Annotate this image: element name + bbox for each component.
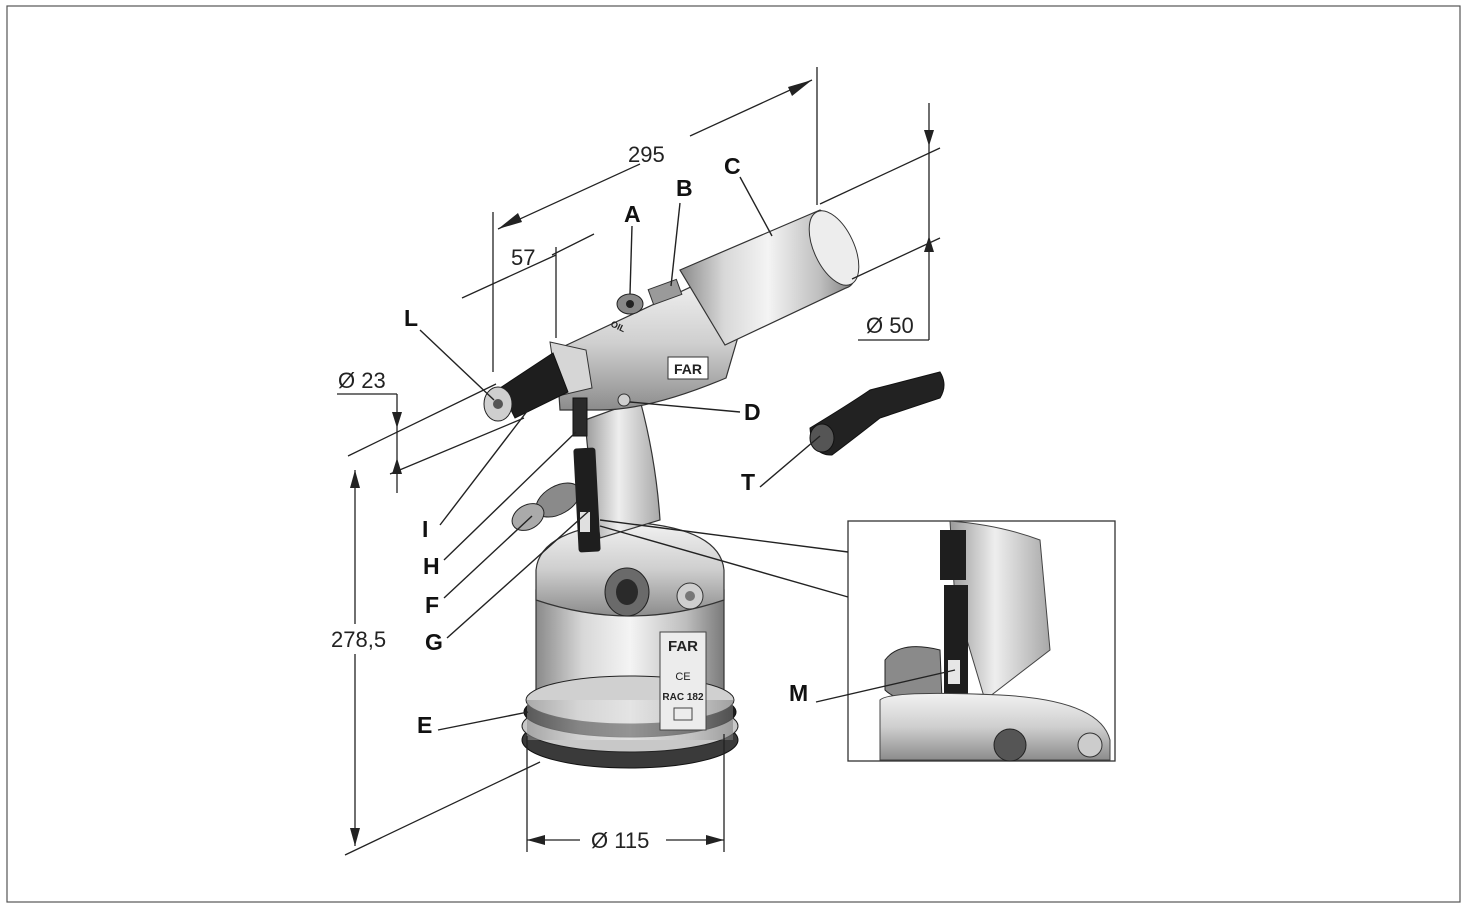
ce-mark: CE (675, 671, 690, 683)
air-inlet (511, 482, 581, 531)
model-number: RAC 182 (662, 692, 704, 703)
handle (573, 399, 661, 553)
dim-nose-diameter-value: Ø 23 (338, 368, 386, 393)
barrel-logo: FAR (674, 361, 702, 377)
dim-nose-length: 57 (461, 233, 595, 338)
callout-f: F (425, 592, 439, 618)
inset-leader-top (599, 519, 849, 553)
callout-i: I (422, 516, 428, 542)
callout-b: B (676, 175, 693, 201)
callout-c: C (724, 153, 741, 179)
callout-d: D (744, 399, 761, 425)
nameplate: FAR CE RAC 182 (659, 631, 707, 731)
inset-leader-bottom (599, 525, 849, 598)
body-dome (535, 521, 725, 617)
dim-base-diameter: Ø 115 (526, 734, 725, 853)
dim-height-value: 278,5 (331, 627, 386, 652)
callout-l: L (404, 305, 418, 331)
dim-overall-length-value: 295 (628, 142, 665, 167)
nameplate-logo: FAR (668, 638, 698, 655)
callout-g: G (425, 629, 443, 655)
trigger (572, 397, 588, 437)
callout-e: E (417, 712, 432, 738)
nose-assembly (483, 341, 593, 422)
spare-strap (809, 371, 945, 456)
dim-base-diameter-value: Ø 115 (591, 828, 649, 853)
callouts: A B C D E F G H I L M T (404, 153, 956, 738)
page-frame (6, 5, 1461, 903)
callout-m: M (789, 680, 808, 706)
detail-inset (847, 520, 1116, 762)
dim-height: 278,5 (330, 470, 541, 856)
callout-t: T (741, 469, 755, 495)
tool-illustration: FAR CE RAC 182 FAR OIL (483, 209, 945, 769)
main-barrel: FAR OIL (555, 209, 860, 411)
dim-nose-length-value: 57 (511, 245, 535, 270)
callout-h: H (423, 553, 440, 579)
dim-overall-length: 295 (492, 67, 818, 372)
callout-a: A (624, 201, 641, 227)
dim-nose-diameter: Ø 23 (337, 368, 525, 493)
dim-cylinder-diameter: Ø 50 (819, 103, 941, 341)
dim-cylinder-diameter-value: Ø 50 (866, 313, 914, 338)
